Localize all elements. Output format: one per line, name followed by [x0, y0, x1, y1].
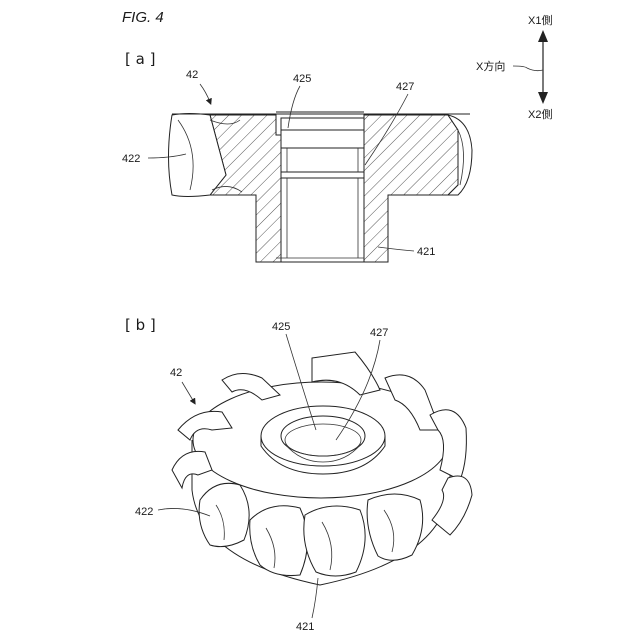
label-a-421: 421: [417, 246, 435, 258]
panel-a-label: [ a ]: [125, 50, 155, 68]
direction-bottom-label: X2側: [528, 108, 552, 121]
label-a-425: 425: [293, 73, 311, 85]
leader-b-42: [182, 382, 194, 402]
direction-top-label: X1側: [528, 14, 552, 27]
label-a-422: 422: [122, 153, 140, 165]
arrow-down-icon: [538, 92, 548, 104]
cross-section-view: [169, 112, 473, 262]
label-b-421: 421: [296, 621, 314, 633]
direction-middle-label: X方向: [476, 59, 505, 73]
section-left-body: [210, 115, 281, 262]
leader-a-42: [200, 84, 210, 102]
direction-indicator: X1側 X方向 X2側: [476, 14, 552, 121]
label-b-42: 42: [170, 367, 182, 379]
panel-b-label: [ b ]: [125, 316, 156, 334]
perspective-view: [172, 352, 472, 585]
label-a-42: 42: [186, 69, 198, 81]
direction-leader: [513, 66, 543, 71]
section-right-body: [364, 115, 458, 262]
figure-title: FIG. 4: [122, 9, 164, 26]
label-b-422: 422: [135, 506, 153, 518]
label-a-427: 427: [396, 81, 414, 93]
label-b-425: 425: [272, 321, 290, 333]
label-b-427: 427: [370, 327, 388, 339]
center-bore: [281, 118, 364, 262]
arrow-up-icon: [538, 30, 548, 42]
